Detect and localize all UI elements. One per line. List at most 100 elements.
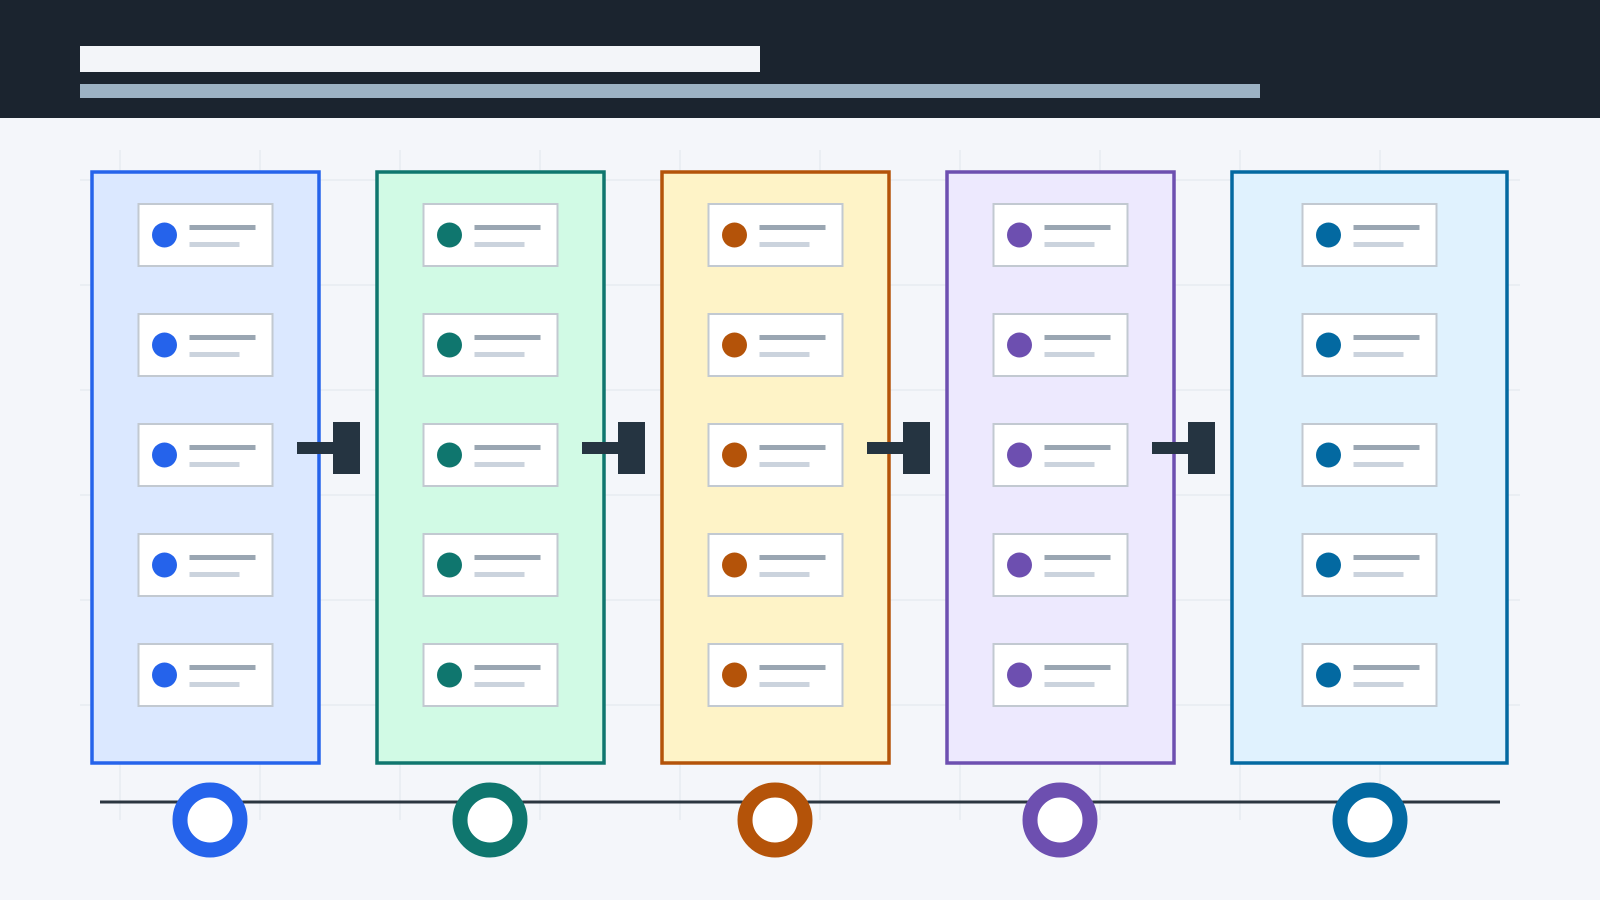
stage-item-card (1301, 423, 1438, 487)
item-status-dot (1007, 662, 1032, 688)
item-line-secondary (759, 682, 810, 687)
item-line-secondary (1353, 462, 1404, 467)
item-line-primary (189, 555, 256, 560)
item-line-primary (474, 445, 541, 450)
item-line-primary (474, 555, 541, 560)
item-status-dot (152, 442, 177, 468)
item-status-dot (1316, 662, 1341, 688)
item-status-dot (1316, 222, 1341, 248)
stage-item-card (1301, 533, 1438, 597)
stage-item-card (992, 533, 1129, 597)
stage-item-card (422, 423, 559, 487)
stage-column-1 (90, 170, 321, 765)
stage-item-card (707, 643, 844, 707)
stage-column-2 (375, 170, 606, 765)
connector-arm (867, 442, 912, 454)
stage-item-card (992, 643, 1129, 707)
item-line-secondary (189, 242, 240, 247)
item-status-dot (152, 222, 177, 248)
item-line-secondary (189, 572, 240, 577)
item-line-secondary (474, 682, 525, 687)
item-line-secondary (189, 352, 240, 357)
item-card-box (422, 533, 559, 597)
item-status-dot (722, 442, 747, 468)
connector-arm (582, 442, 627, 454)
item-line-primary (189, 335, 256, 340)
item-line-primary (1353, 555, 1420, 560)
stage-item-card (422, 203, 559, 267)
stage-item-card (992, 423, 1129, 487)
stage-item-card (137, 643, 274, 707)
connector-plug (618, 422, 645, 474)
item-line-secondary (1044, 462, 1095, 467)
item-line-primary (1044, 665, 1111, 670)
connector-arm (297, 442, 342, 454)
stage-item-card (707, 423, 844, 487)
stage-item-card (992, 203, 1129, 267)
item-status-dot (722, 332, 747, 358)
stage-item-card (1301, 313, 1438, 377)
stage-item-card (137, 533, 274, 597)
item-status-dot (437, 332, 462, 358)
item-line-secondary (1044, 572, 1095, 577)
item-line-secondary (474, 572, 525, 577)
item-line-primary (1353, 335, 1420, 340)
item-line-primary (474, 335, 541, 340)
item-line-secondary (189, 462, 240, 467)
item-line-secondary (1353, 352, 1404, 357)
item-status-dot (437, 552, 462, 578)
item-line-primary (189, 225, 256, 230)
item-status-dot (1007, 552, 1032, 578)
item-line-primary (189, 665, 256, 670)
item-line-secondary (1353, 242, 1404, 247)
stage-column-5 (1230, 170, 1509, 765)
item-status-dot (152, 552, 177, 578)
item-line-primary (759, 555, 826, 560)
item-line-primary (1044, 555, 1111, 560)
stage-connector-4 (1152, 422, 1215, 474)
stage-item-card (137, 313, 274, 377)
stage-item-card (1301, 203, 1438, 267)
connector-arm (1152, 442, 1197, 454)
item-status-dot (1316, 332, 1341, 358)
title-placeholder (80, 46, 760, 72)
stage-connector-3 (867, 422, 930, 474)
item-line-primary (1353, 225, 1420, 230)
stage-item-card (422, 533, 559, 597)
timeline-marker-1 (172, 782, 248, 858)
item-line-primary (474, 225, 541, 230)
stage-column-3 (660, 170, 891, 765)
item-status-dot (1007, 332, 1032, 358)
item-line-primary (1044, 225, 1111, 230)
item-status-dot (722, 662, 747, 688)
stage-item-card (422, 643, 559, 707)
item-status-dot (1316, 552, 1341, 578)
item-line-secondary (759, 572, 810, 577)
item-status-dot (1316, 442, 1341, 468)
item-line-primary (1044, 445, 1111, 450)
connector-plug (1188, 422, 1215, 474)
item-line-primary (759, 665, 826, 670)
item-line-primary (1353, 445, 1420, 450)
item-line-primary (759, 445, 826, 450)
timeline-marker-5 (1332, 782, 1408, 858)
stage-connector-2 (582, 422, 645, 474)
item-line-secondary (1353, 682, 1404, 687)
item-status-dot (722, 222, 747, 248)
item-status-dot (152, 332, 177, 358)
item-card-box (137, 533, 274, 597)
item-status-dot (437, 442, 462, 468)
item-status-dot (152, 662, 177, 688)
stage-item-card (707, 533, 844, 597)
stage-column-4 (945, 170, 1176, 765)
stage-item-card (1301, 643, 1438, 707)
stage-item-card (137, 423, 274, 487)
item-line-secondary (1044, 352, 1095, 357)
stage-item-card (422, 313, 559, 377)
item-line-primary (189, 445, 256, 450)
item-line-secondary (1044, 242, 1095, 247)
subtitle-placeholder (80, 84, 1260, 98)
item-line-secondary (1044, 682, 1095, 687)
item-line-secondary (759, 352, 810, 357)
